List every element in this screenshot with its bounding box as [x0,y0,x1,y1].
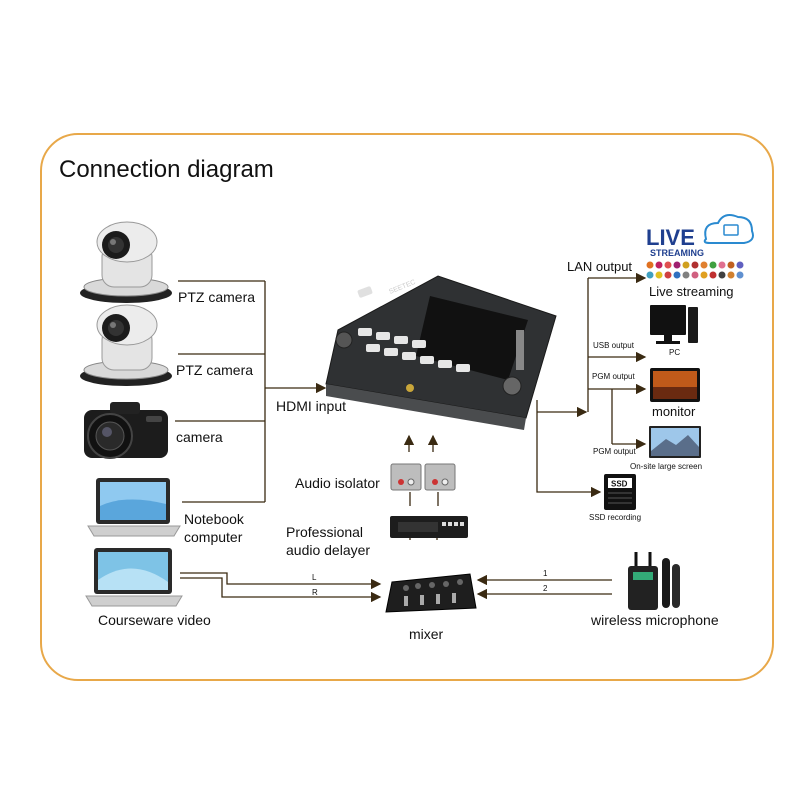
hdmi-input-label: HDMI input [276,398,347,414]
ssd-recording-label: SSD recording [589,513,642,522]
ptz-camera-1-label: PTZ camera [178,289,256,305]
mic-channel-1-label: 1 [543,569,548,578]
wireless-microphone-icon [628,552,680,610]
monitor-icon [650,368,700,402]
notebook-label-line: Notebook computer [184,511,244,545]
ptz-camera-icon [80,221,172,303]
camera-label: camera [176,429,223,445]
mic-channel-2-label: 2 [543,584,548,593]
audio-isolator-icon [390,463,456,491]
large-screen-icon [649,426,701,458]
diagram-title: Connection diagram [59,156,274,183]
camera-icon [84,402,168,459]
pc-icon [650,305,698,344]
video-switcher-device: SEETEC [325,275,557,430]
ptz-camera-2-label: PTZ camera [176,362,254,378]
laptop-icon [85,548,183,607]
large-screen-label: On-site large screen [630,462,703,471]
diagram-frame [40,133,774,681]
mixer-icon [385,573,477,613]
pgm-output-1-label: PGM output [592,372,635,381]
notebook-computer-label: Notebook computer [184,510,244,546]
channel-r-label: R [312,588,318,597]
audio-isolator-label: Audio isolator [295,475,380,491]
channel-l-label: L [312,573,317,582]
live-logo-text: LIVE [646,225,695,250]
wireless-microphone-label: wireless microphone [591,612,719,628]
ssd-icon: SSD [604,474,636,510]
live-streaming-label: Live streaming [649,284,734,299]
lan-output-label: LAN output [567,259,633,274]
pc-label: PC [669,348,681,357]
mixer-label: mixer [409,626,444,642]
laptop-icon [87,478,181,537]
pgm-output-2-label: PGM output [593,447,636,456]
ptz-camera-icon [80,304,172,386]
audio-delayer-icon [390,516,468,538]
courseware-video-label: Courseware video [98,612,211,628]
ssd-badge-text: SSD [611,480,628,489]
live-streaming-logo: LIVE STREAMING [646,214,754,279]
audio-delayer-label: Professional audio delayer [286,524,371,558]
monitor-label: monitor [652,404,696,419]
streaming-logo-text: STREAMING [650,248,704,258]
usb-output-label: USB output [593,341,634,350]
